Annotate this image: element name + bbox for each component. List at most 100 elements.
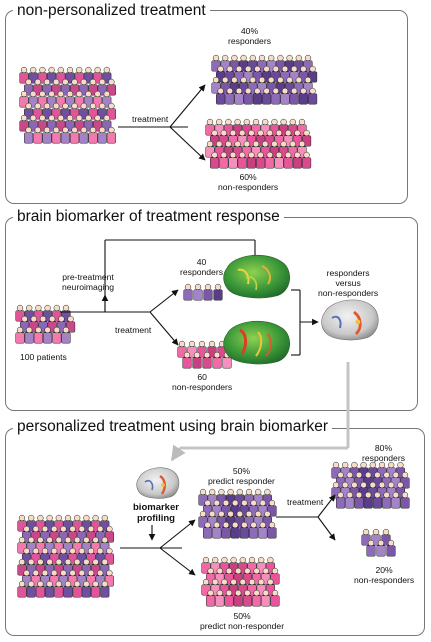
person-icon — [239, 521, 249, 539]
person-icon — [61, 326, 71, 344]
compare-line3: non-responders — [318, 288, 379, 298]
person-icon — [42, 126, 52, 144]
person-icon — [183, 283, 193, 301]
person-icon — [242, 589, 252, 607]
responders-label-panel2: 40 responders — [180, 257, 223, 277]
panel2-arrows — [60, 239, 319, 356]
responders-text: responders — [228, 36, 271, 46]
person-icon — [258, 521, 268, 539]
person-icon — [79, 126, 89, 144]
person-icon — [72, 580, 82, 598]
person-icon — [212, 351, 222, 369]
person-icon — [52, 326, 62, 344]
person-icon — [252, 589, 262, 607]
person-icon — [216, 87, 226, 105]
person-icon — [270, 589, 280, 607]
predict-nonresponder-label: 50% predict non-responder — [200, 611, 284, 631]
biomarker-profiling-label: biomarker profiling — [133, 502, 179, 524]
nonresponders-pct: 60% — [239, 172, 257, 182]
person-icon — [372, 491, 382, 509]
person-icon — [271, 87, 281, 105]
person-icon — [234, 87, 244, 105]
person-icon — [33, 126, 43, 144]
person-icon — [203, 521, 213, 539]
person-icon — [267, 521, 277, 539]
person-icon — [51, 126, 61, 144]
person-icon — [215, 589, 225, 607]
person-icon — [252, 87, 262, 105]
person-icon — [308, 87, 318, 105]
person-icon — [336, 491, 346, 509]
person-icon — [256, 151, 266, 169]
person-icon — [182, 351, 192, 369]
person-icon — [400, 491, 410, 509]
person-icon — [206, 589, 216, 607]
person-icon — [283, 151, 293, 169]
person-icon — [219, 151, 229, 169]
person-icon — [15, 326, 25, 344]
person-icon — [237, 151, 247, 169]
person-icon — [45, 580, 55, 598]
brain-image-responders — [223, 254, 290, 299]
comparison-label: responders versus non-responders — [318, 268, 378, 298]
person-icon — [262, 87, 272, 105]
brain-image-nonresponders — [223, 320, 290, 365]
responders-label-panel3: 80% responders — [362, 443, 405, 463]
person-icon — [366, 539, 376, 557]
person-icon — [100, 580, 110, 598]
person-icon — [386, 539, 396, 557]
neuroimaging-line2: neuroimaging — [62, 282, 115, 292]
person-icon — [88, 126, 98, 144]
person-icon — [246, 151, 256, 169]
resp-text: responders — [362, 453, 405, 463]
brain-image-comparison — [321, 299, 379, 341]
person-icon — [302, 151, 312, 169]
nonresponders-count: 60 — [197, 372, 207, 382]
panel3-arrows — [120, 494, 336, 576]
person-icon — [280, 87, 290, 105]
panel1-arrows — [118, 84, 206, 161]
biomarker-line1: biomarker — [133, 502, 179, 513]
person-icon — [33, 326, 43, 344]
patients-label: 100 patients — [20, 352, 67, 362]
compare-line2: versus — [335, 278, 361, 288]
person-icon — [221, 521, 231, 539]
nonresponders-label-panel3: 20% non-responders — [354, 565, 414, 585]
person-icon — [91, 580, 101, 598]
person-icon — [70, 126, 80, 144]
responders-pct: 40% — [240, 26, 259, 36]
neuroimaging-line1: pre-treatment — [62, 272, 114, 282]
person-icon — [292, 151, 302, 169]
person-icon — [35, 580, 45, 598]
person-icon — [213, 283, 223, 301]
neuroimaging-label: pre-treatment neuroimaging — [62, 272, 114, 292]
person-icon — [43, 326, 53, 344]
person-icon — [224, 589, 234, 607]
person-icon — [60, 126, 70, 144]
brain-image-profiling — [136, 467, 180, 499]
person-icon — [225, 87, 235, 105]
person-icon — [24, 326, 34, 344]
person-icon — [26, 580, 36, 598]
person-icon — [249, 521, 259, 539]
person-icon — [391, 491, 401, 509]
grey-connector — [170, 362, 350, 462]
person-icon — [363, 491, 373, 509]
person-icon — [261, 589, 271, 607]
person-icon — [193, 283, 203, 301]
person-icon — [106, 126, 116, 144]
person-icon — [203, 283, 213, 301]
person-icon — [274, 151, 284, 169]
person-icon — [212, 521, 222, 539]
person-icon — [230, 521, 240, 539]
treatment-label-panel2: treatment — [115, 325, 152, 335]
person-icon — [81, 580, 91, 598]
person-icon — [63, 580, 73, 598]
person-icon — [192, 351, 202, 369]
treatment-label-panel1: treatment — [132, 114, 169, 124]
biomarker-line2: profiling — [136, 513, 175, 524]
compare-line1: responders — [326, 268, 370, 278]
person-icon — [228, 151, 238, 169]
responders-count: 40 — [196, 257, 207, 267]
